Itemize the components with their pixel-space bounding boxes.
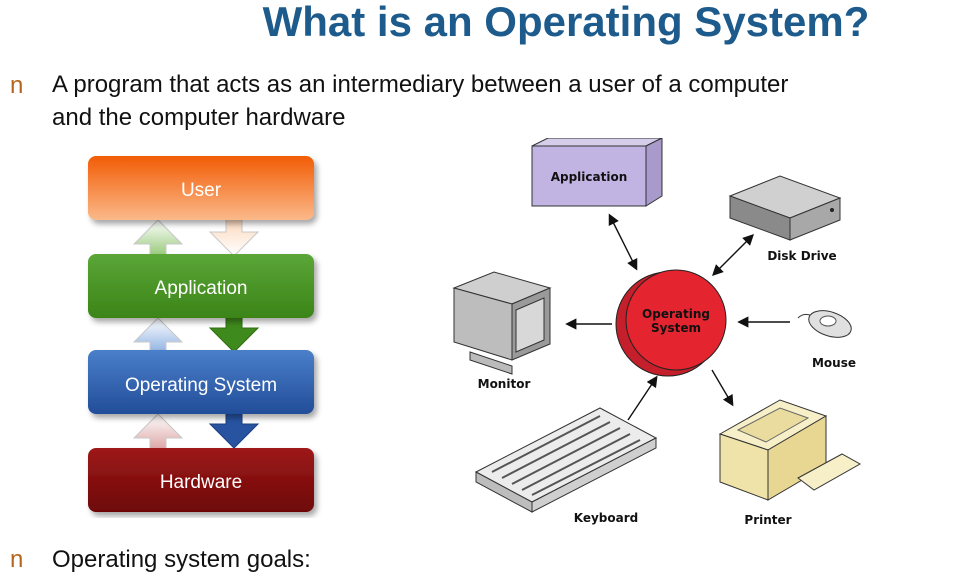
layer-user [88, 156, 314, 220]
layer-operating-system [88, 350, 314, 414]
layer-application [88, 254, 314, 318]
device-label-disk-drive: Disk Drive [767, 249, 836, 263]
system-devices-diagram: Application Disk Drive Mouse Printer Key… [452, 138, 862, 527]
arrow-application-os [608, 213, 638, 271]
bullet-marker: n [10, 72, 24, 99]
layer-label-user: User [181, 180, 222, 201]
core-label-line-2: System [651, 321, 701, 335]
layer-hardware [88, 448, 314, 512]
arrow-os-printer [711, 369, 734, 407]
arrow-disk-os [712, 234, 754, 276]
monitor-icon [452, 271, 552, 375]
device-label-application: Application [551, 170, 628, 184]
layer-label-operating-system: Operating System [125, 375, 277, 396]
device-label-monitor: Monitor [478, 377, 531, 391]
bullet-text-line-2: and the computer hardware [52, 104, 346, 131]
device-label-printer: Printer [744, 513, 791, 527]
core-label-line-1: Operating [642, 307, 710, 321]
operating-system-core-icon: Operating System [615, 269, 727, 377]
printer-icon [718, 399, 862, 501]
down-arrow-icon [208, 213, 260, 257]
layer-stack-diagram: User Application Operating System Hardwa… [88, 156, 314, 512]
mouse-icon [797, 310, 852, 338]
bullet-marker: n [10, 546, 24, 573]
application-box-icon: Application [531, 138, 663, 207]
disk-drive-icon [728, 175, 842, 241]
keyboard-icon [474, 407, 658, 513]
layer-label-hardware: Hardware [160, 472, 242, 493]
bullet-text-goals: Operating system goals: [52, 546, 311, 573]
device-label-mouse: Mouse [812, 356, 856, 370]
arrow-keyboard-os [627, 375, 658, 421]
layer-label-application: Application [155, 278, 248, 299]
bullet-text-line-1: A program that acts as an intermediary b… [52, 71, 789, 98]
slide-title: What is an Operating System? [262, 0, 870, 45]
device-label-keyboard: Keyboard [574, 511, 639, 525]
